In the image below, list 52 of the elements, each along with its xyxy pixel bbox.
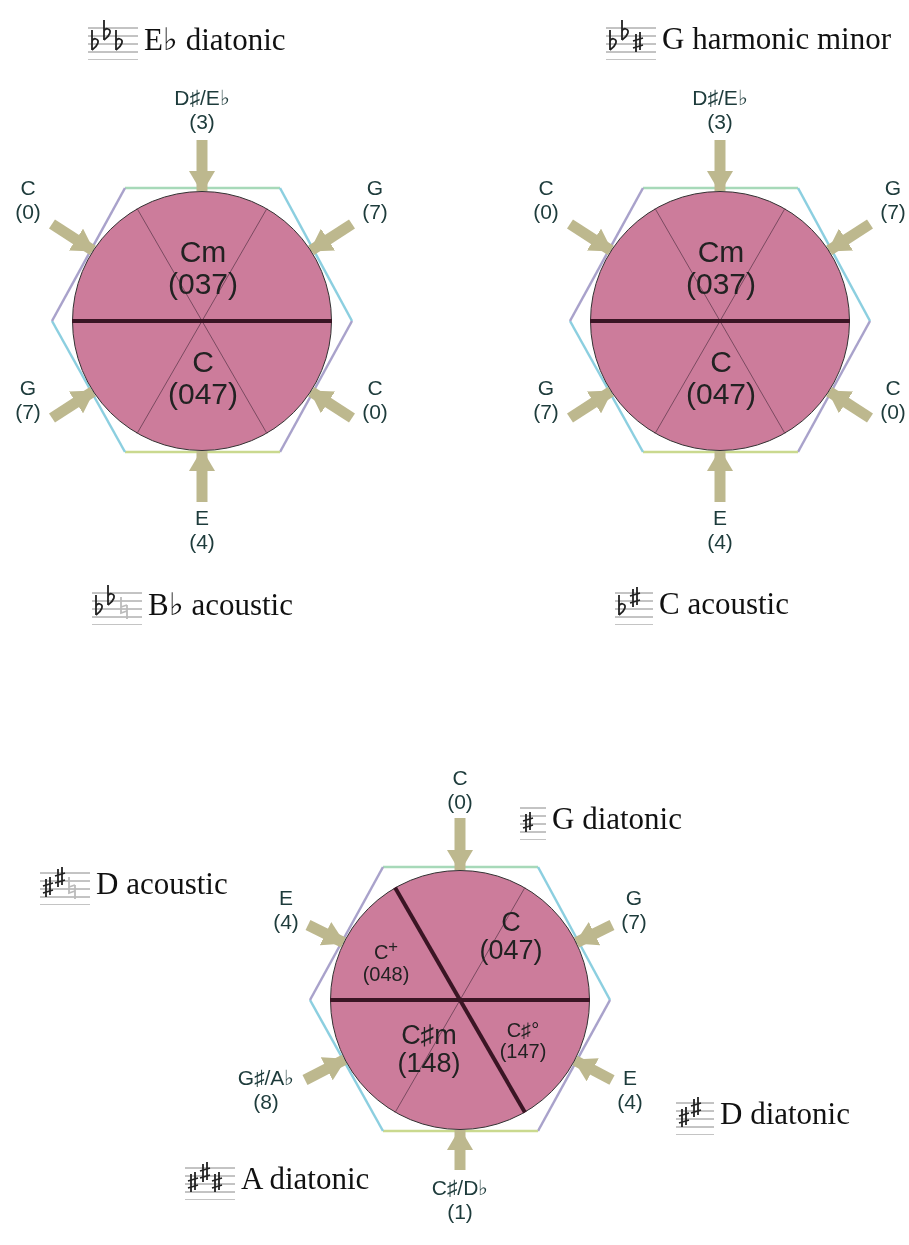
pitch-label: E (4) (273, 886, 299, 934)
pitch-label: E (4) (617, 1066, 643, 1114)
arrow (826, 386, 873, 423)
arrow (189, 449, 215, 502)
chord-label: C (047) (168, 345, 238, 409)
pitch-label: C (0) (362, 376, 388, 424)
scale-name: G diatonic (552, 801, 682, 837)
arrow (572, 1055, 615, 1085)
arrow (567, 219, 614, 256)
pitch-label: C (0) (533, 176, 559, 224)
chord-label: C♯° (147) (499, 1020, 547, 1062)
arrow (567, 386, 614, 423)
scale-name: E♭ diatonic (144, 21, 286, 58)
pitch-label: G (7) (533, 376, 559, 424)
chord-label: C♯m (148) (397, 1020, 461, 1078)
arrow (308, 386, 355, 423)
arrow (447, 1128, 473, 1170)
arrow (308, 219, 355, 256)
chord-label: C (047) (479, 907, 543, 965)
chord-label: Cm (037) (686, 235, 756, 299)
pitch-label: C (0) (15, 176, 41, 224)
pitch-label: C♯/D♭ (1) (431, 1176, 489, 1224)
scale-name: C acoustic (659, 586, 789, 622)
arrow (826, 219, 873, 256)
pitch-label: E (4) (189, 506, 215, 554)
arrow (49, 386, 96, 423)
arrow (447, 818, 473, 872)
chord-label: C$^{+}$ (048) (362, 937, 410, 985)
scale-name: B♭ acoustic (148, 586, 293, 623)
pitch-label: E (4) (707, 506, 733, 554)
arrow (707, 140, 733, 193)
arrow (189, 140, 215, 193)
pitch-label: D♯/E♭ (3) (174, 86, 230, 134)
arrow (574, 920, 615, 948)
scale-name: G harmonic minor (662, 21, 891, 57)
arrow (302, 1054, 348, 1085)
scale-name: D acoustic (96, 866, 228, 902)
pitch-label: D♯/E♭ (3) (692, 86, 748, 134)
pitch-label: G♯/A♭ (8) (237, 1066, 295, 1114)
pitch-label: C (0) (880, 376, 906, 424)
arrow (305, 920, 346, 948)
scale-name: A diatonic (241, 1161, 370, 1197)
pitch-label: G (7) (15, 376, 41, 424)
chord-label: Cm (037) (168, 235, 238, 299)
arrow (49, 219, 96, 256)
arrow (707, 449, 733, 502)
pitch-label: C (0) (447, 766, 473, 814)
chord-label: C (047) (686, 345, 756, 409)
pitch-label: G (7) (362, 176, 388, 224)
pitch-label: G (7) (621, 886, 647, 934)
pitch-label: G (7) (880, 176, 906, 224)
scale-name: D diatonic (720, 1096, 850, 1132)
